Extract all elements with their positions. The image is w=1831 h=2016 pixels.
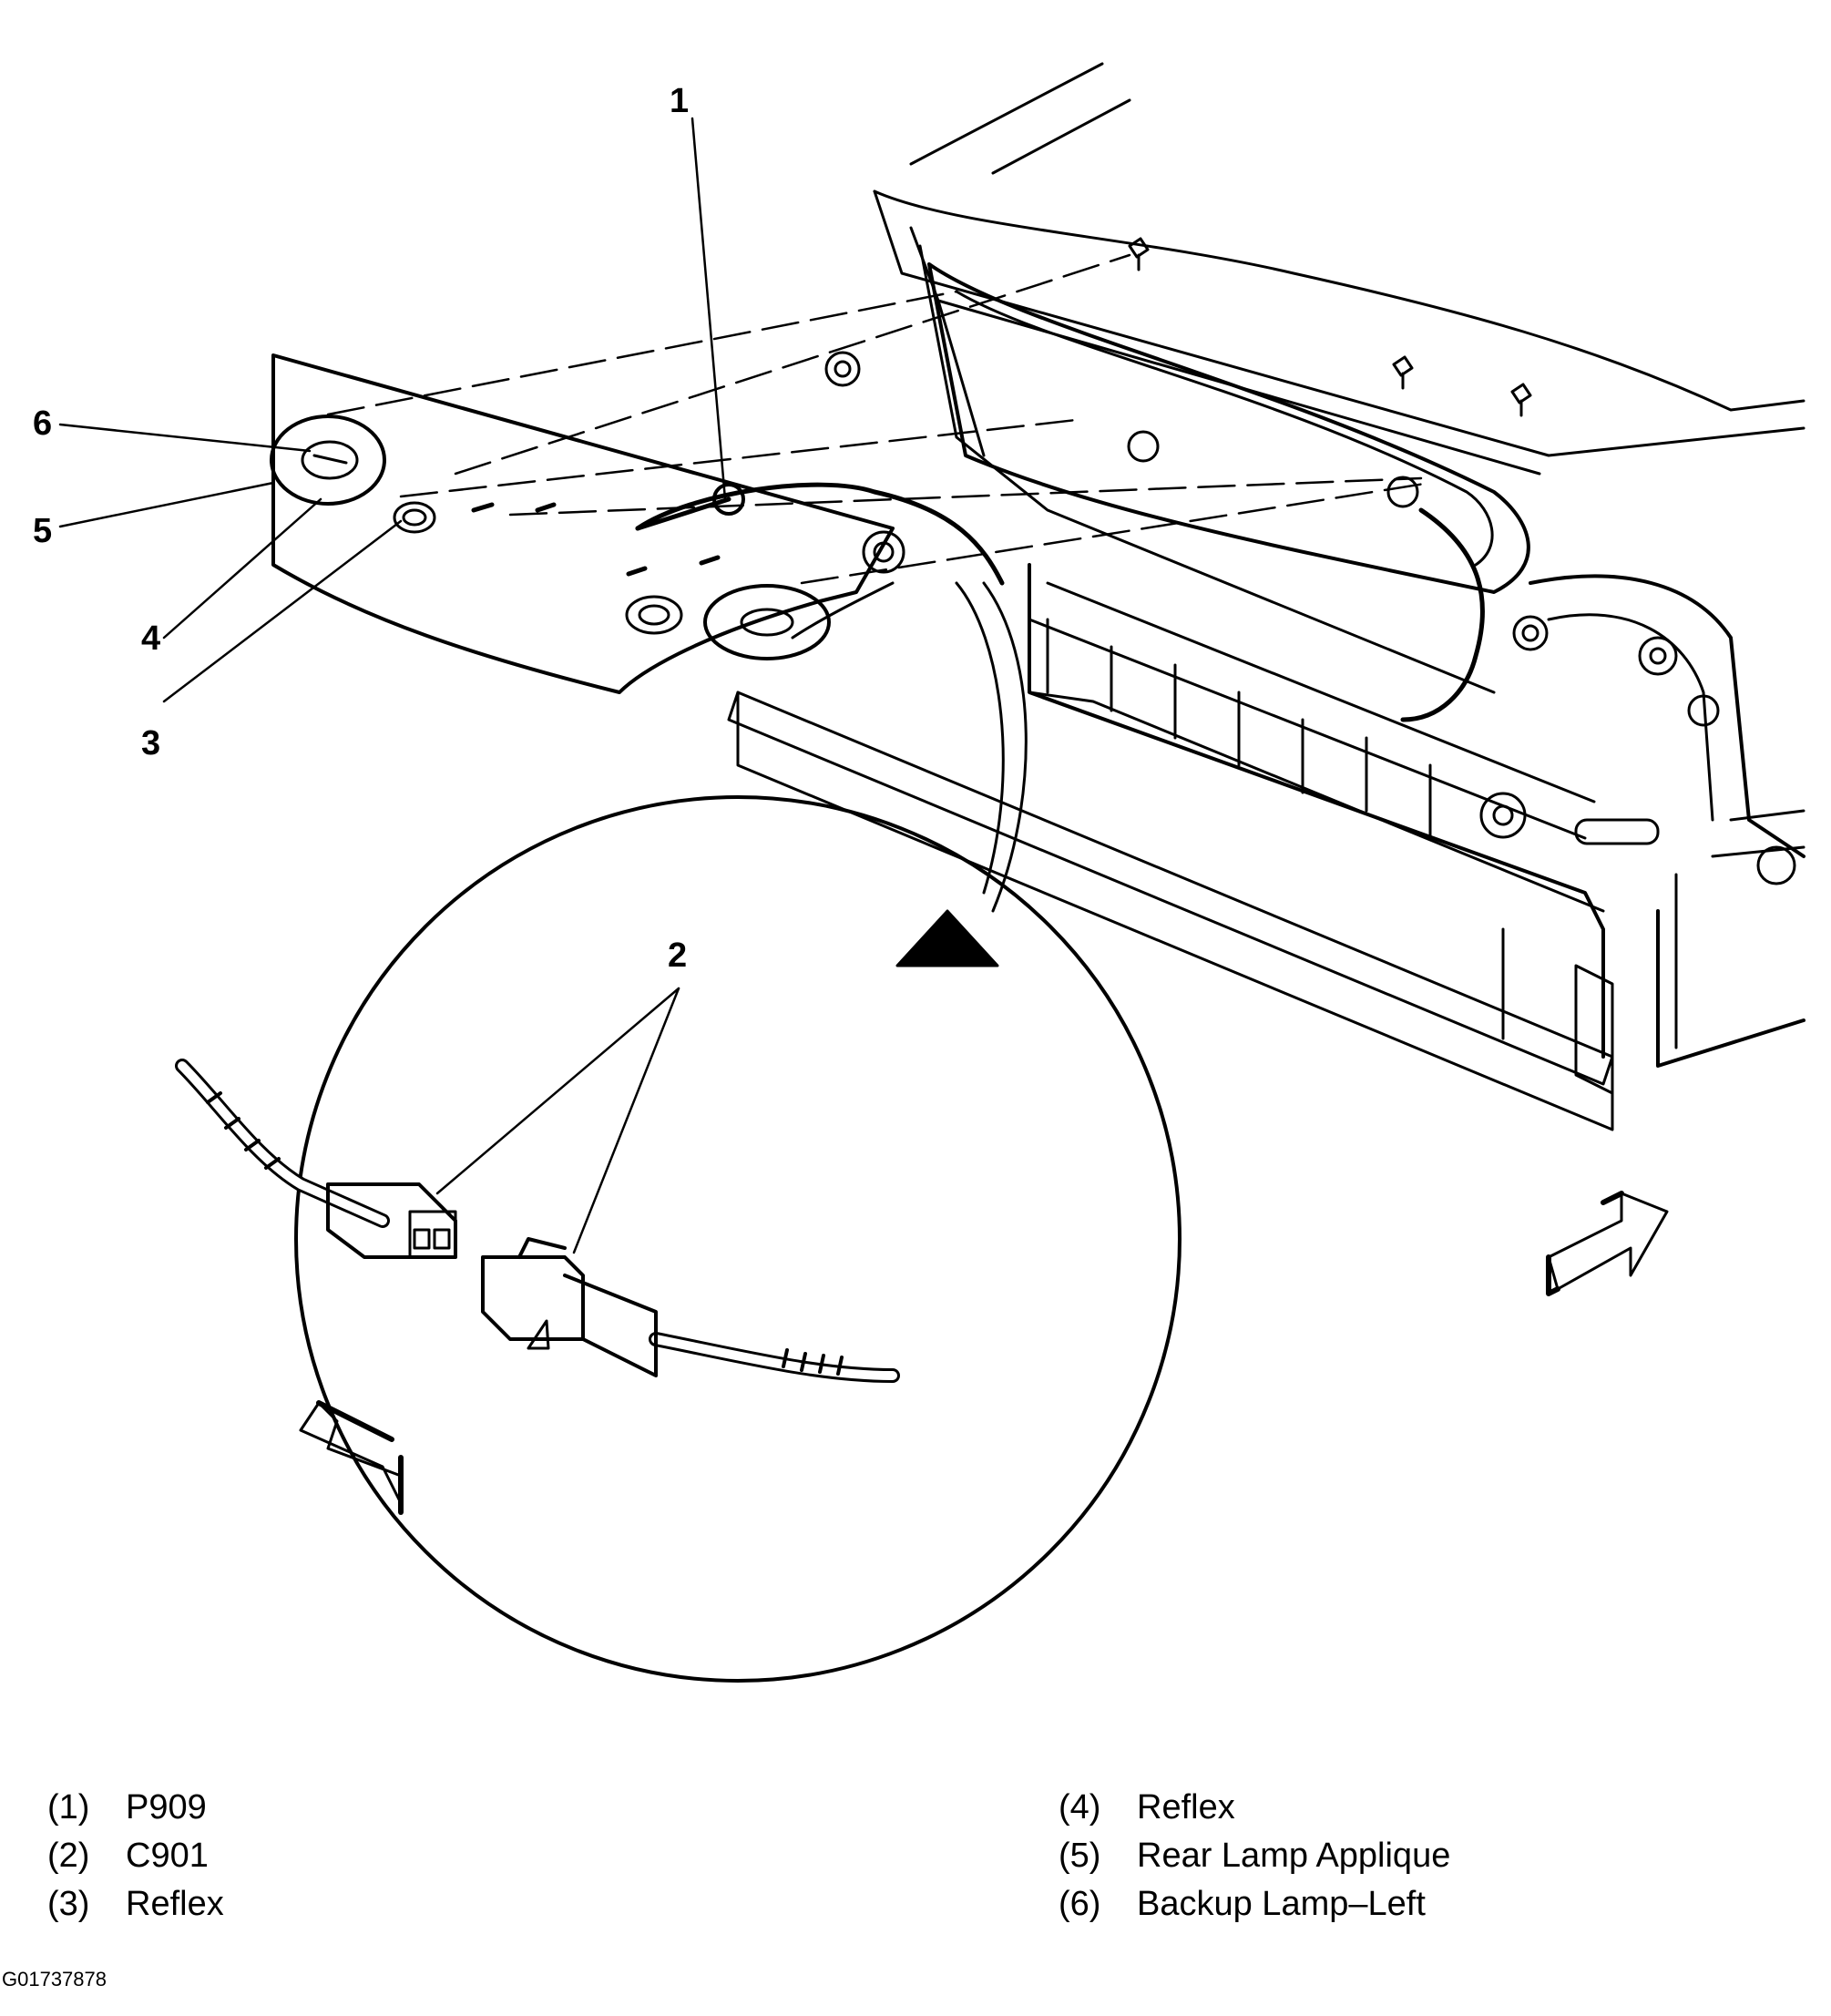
detail-arrow	[895, 581, 1028, 967]
callout-4: 4	[141, 619, 161, 658]
rear-body-exploded-diagram	[58, 62, 1805, 1683]
legend-label: C901	[126, 1837, 209, 1875]
legend-left-column: (1) P909 (2) C901 (3) Reflex	[47, 1784, 224, 1929]
legend-item: (5) Rear Lamp Applique	[1059, 1832, 1450, 1880]
alignment-lines	[326, 253, 1432, 585]
legend-label: Rear Lamp Applique	[1137, 1837, 1451, 1875]
legend-number: (4)	[1059, 1788, 1101, 1827]
legend-label: P909	[126, 1788, 207, 1827]
legend-label: Reflex	[126, 1885, 224, 1923]
legend-number: (5)	[1059, 1837, 1101, 1875]
legend-number: (2)	[47, 1837, 90, 1875]
legend-number: (6)	[1059, 1885, 1101, 1923]
legend-item: (2) C901	[47, 1832, 224, 1880]
legend-item: (4) Reflex	[1059, 1784, 1450, 1832]
callout-2: 2	[668, 936, 688, 975]
callout-3: 3	[141, 724, 161, 762]
connector-detail-view	[175, 795, 1181, 1683]
legend-label: Reflex	[1137, 1788, 1235, 1827]
rear-lamp-applique-panel	[270, 353, 895, 694]
legend-item: (1) P909	[47, 1784, 224, 1832]
legend-number: (3)	[47, 1885, 90, 1923]
legend-item: (3) Reflex	[47, 1880, 224, 1929]
legend-right-column: (4) Reflex (5) Rear Lamp Applique (6) Ba…	[1059, 1784, 1450, 1929]
legend-item: (6) Backup Lamp–Left	[1059, 1880, 1450, 1929]
callout-leaders	[58, 117, 727, 1254]
rear-body-structure	[635, 62, 1805, 1131]
figure-id: G01737878	[2, 1968, 107, 1990]
callout-1: 1	[670, 82, 690, 120]
orientation-arrow-front	[1546, 1191, 1669, 1296]
callout-5: 5	[33, 512, 53, 550]
orientation-arrow-rear	[299, 1400, 404, 1515]
legend-number: (1)	[47, 1788, 90, 1827]
legend-label: Backup Lamp–Left	[1137, 1885, 1426, 1923]
callout-6: 6	[33, 404, 53, 443]
